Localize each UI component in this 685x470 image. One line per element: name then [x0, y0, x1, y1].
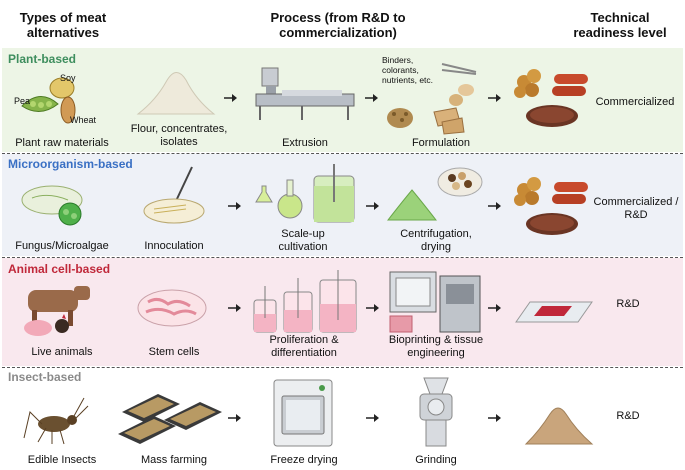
trl-insect: R&D [616, 410, 640, 422]
arrow-icon [228, 414, 241, 422]
label-binders: Binders, colorants, nutrients, etc. [382, 55, 434, 85]
extruder-icon [255, 67, 355, 120]
animal-title: Animal cell-based [8, 262, 111, 276]
cricket-icon [23, 397, 89, 445]
trl-plant: Commercialized [595, 96, 675, 108]
header-process: Process (from R&D to commercialization) [270, 10, 406, 40]
formulation-icon [387, 63, 477, 135]
arrow-icon [366, 202, 379, 210]
label-plant-raw: Plant raw materials [15, 137, 109, 149]
meat-products-icon [514, 177, 588, 235]
plant-title: Plant-based [8, 52, 77, 66]
freeze-dryer-icon [273, 379, 333, 447]
label-formulation: Formulation [411, 137, 471, 149]
label-wheat: Wheat [70, 115, 97, 125]
divider [2, 257, 683, 258]
divider [2, 367, 683, 368]
arrow-icon [488, 414, 501, 422]
arrow-icon [228, 202, 241, 210]
label-extrusion: Extrusion [282, 137, 328, 149]
label-proliferation: Proliferation & differentiation [269, 334, 339, 359]
arrow-icon [224, 94, 237, 102]
stem-cells-dish-icon [137, 289, 207, 327]
plant-seeds-icon [21, 77, 76, 124]
label-edible-insects: Edible Insects [27, 454, 97, 466]
label-grinding: Grinding [415, 454, 457, 466]
label-live-animals: Live animals [31, 346, 93, 358]
header-readiness: Technical readiness level [573, 10, 667, 40]
label-innoculation: Innoculation [144, 240, 204, 252]
label-scale-up: Scale-up cultivation [278, 228, 328, 253]
trl-micro: Commercialized / R&D [593, 196, 679, 221]
arrow-icon [488, 304, 501, 312]
micro-title: Microorganism-based [8, 157, 133, 171]
cultured-meat-icon [515, 301, 593, 323]
arrow-icon [366, 304, 379, 312]
arrow-icon [365, 94, 378, 102]
insect-title: Insect-based [8, 370, 82, 384]
label-centrifugation: Centrifugation, drying [400, 228, 472, 253]
meat-products-icon [514, 69, 588, 127]
insect-powder-icon [524, 407, 594, 445]
arrow-icon [488, 202, 501, 210]
arrow-icon [228, 304, 241, 312]
farming-trays-icon [118, 394, 222, 444]
innoculation-icon [143, 166, 205, 224]
flour-pile-icon [136, 72, 216, 115]
label-bioprinting: Bioprinting & tissue engineering [388, 334, 484, 359]
label-pea: Pea [14, 96, 31, 106]
petri-microalgae-icon [21, 185, 83, 226]
label-flour: Flour, concentrates, isolates [130, 123, 228, 148]
bioreactors-icon [253, 270, 357, 333]
arrow-icon [366, 414, 379, 422]
label-soy: Soy [60, 73, 76, 83]
livestock-icon [24, 286, 90, 336]
scale-up-vessels-icon [255, 164, 355, 223]
centrifugation-icon [386, 167, 483, 221]
bioprinter-icon [389, 271, 481, 333]
label-mass-farming: Mass farming [140, 454, 208, 466]
label-freeze-drying: Freeze drying [270, 454, 338, 466]
arrow-icon [488, 94, 501, 102]
label-stem-cells: Stem cells [148, 346, 200, 358]
header-meat-alternatives: Types of meat alternatives [19, 10, 107, 40]
grinder-icon [419, 377, 453, 447]
divider [2, 153, 683, 154]
label-fungus: Fungus/Microalgae [15, 240, 109, 252]
trl-animal: R&D [616, 298, 640, 310]
